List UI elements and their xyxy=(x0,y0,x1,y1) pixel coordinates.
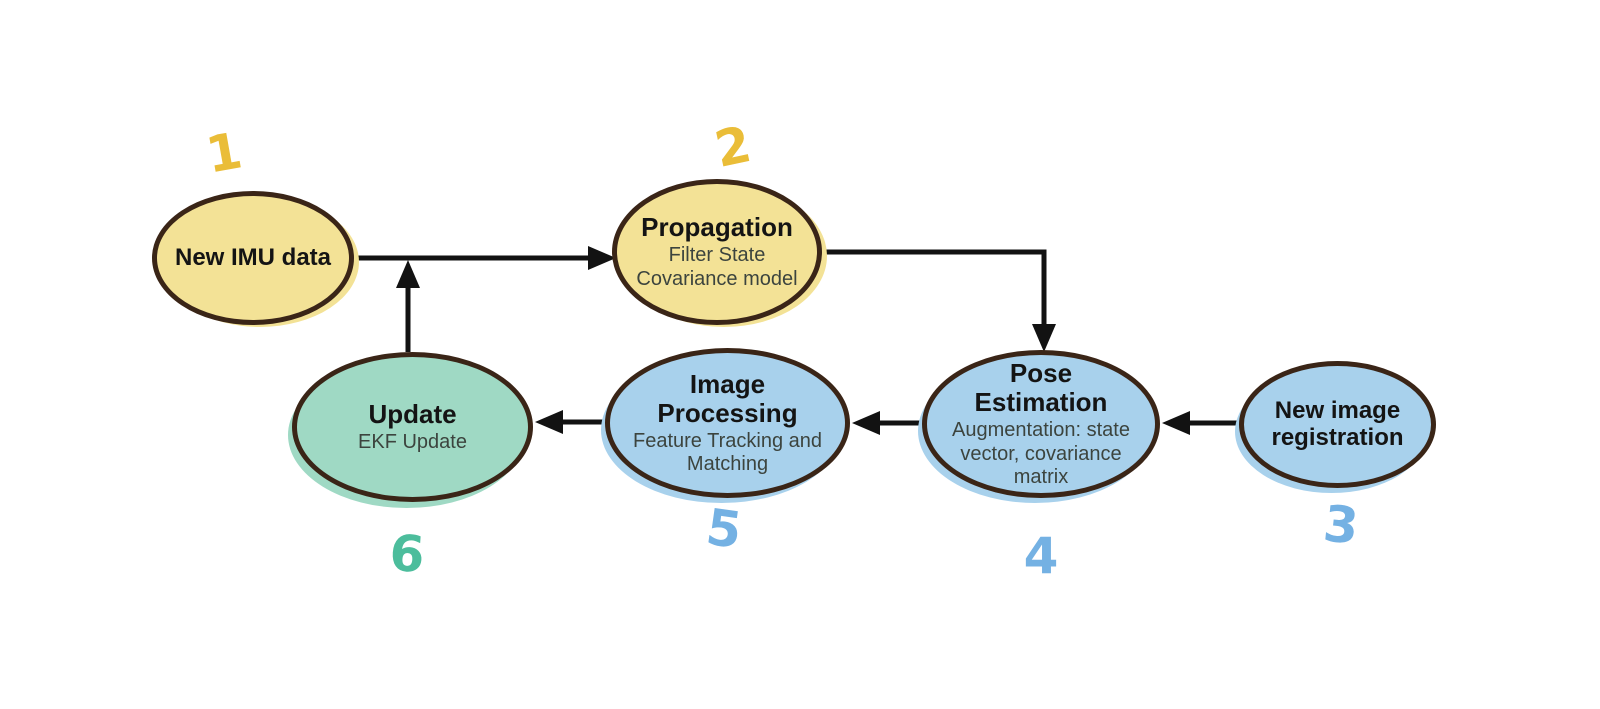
node-propagation: Propagation Filter State Covariance mode… xyxy=(612,179,822,325)
node-subtitle: EKF Update xyxy=(358,430,467,453)
node-title: Pose Estimation xyxy=(974,358,1108,418)
node-subtitle: Augmentation: state vector, covariance m… xyxy=(952,419,1130,488)
node-title: New image registration xyxy=(1271,396,1404,451)
node-image-processing: Image Processing Feature Tracking and Ma… xyxy=(605,348,850,498)
arrowhead-propagation-to-pose xyxy=(1032,324,1056,352)
node-title: Image Processing xyxy=(657,368,798,428)
step-number-3: 3 xyxy=(1320,494,1362,556)
node-pose-estimation: Pose Estimation Augmentation: state vect… xyxy=(922,350,1160,498)
node-update: Update EKF Update xyxy=(292,352,533,502)
node-title: Propagation xyxy=(641,212,793,243)
step-number-4: 4 xyxy=(1023,527,1059,585)
arrowhead-imu-to-propagation xyxy=(588,246,616,270)
node-title: Update xyxy=(368,398,457,429)
node-title: New IMU data xyxy=(174,243,332,271)
arrowhead-registration-to-pose xyxy=(1162,411,1190,435)
step-number-6: 6 xyxy=(387,523,427,585)
node-subtitle: Feature Tracking and Matching xyxy=(633,429,822,476)
node-new-imu-data: New IMU data xyxy=(152,191,354,325)
node-subtitle: Filter State Covariance model xyxy=(636,244,798,290)
arrow-propagation-to-pose xyxy=(822,249,1047,326)
arrowhead-pose-to-imageprocessing xyxy=(852,411,880,435)
arrowhead-imageprocessing-to-update xyxy=(535,410,563,434)
arrowhead-update-to-propagation xyxy=(396,260,420,288)
node-new-image-registration: New image registration xyxy=(1239,361,1436,488)
